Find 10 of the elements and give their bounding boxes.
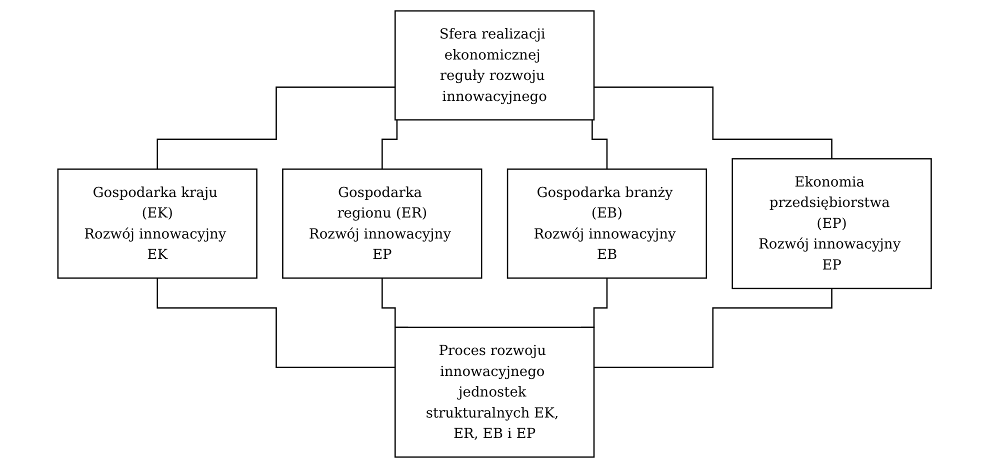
node-box: Gospodarka branży (EB) Rozwój innowacyjny EB: [507, 168, 708, 279]
connector: [157, 86, 396, 170]
node-box: Sfera realizacji ekonomicznej reguły rozwoju innowacyjnego: [394, 10, 596, 120]
connector: [594, 288, 833, 368]
node-box: Proces rozwoju innowacyjnego jednostek strukturalnych EK, ER, EB i EP: [394, 326, 596, 458]
connector: [594, 86, 833, 160]
node-box: Gospodarka regionu (ER) Rozwój innowacyjny EP: [282, 168, 483, 279]
node-box: Gospodarka kraju (EK) Rozwój innowacyjny EK: [58, 168, 258, 279]
node-box: Ekonomia przedsiębiorstwa (EP) Rozwój innowacyjny EP: [732, 158, 932, 290]
connector: [157, 277, 396, 368]
